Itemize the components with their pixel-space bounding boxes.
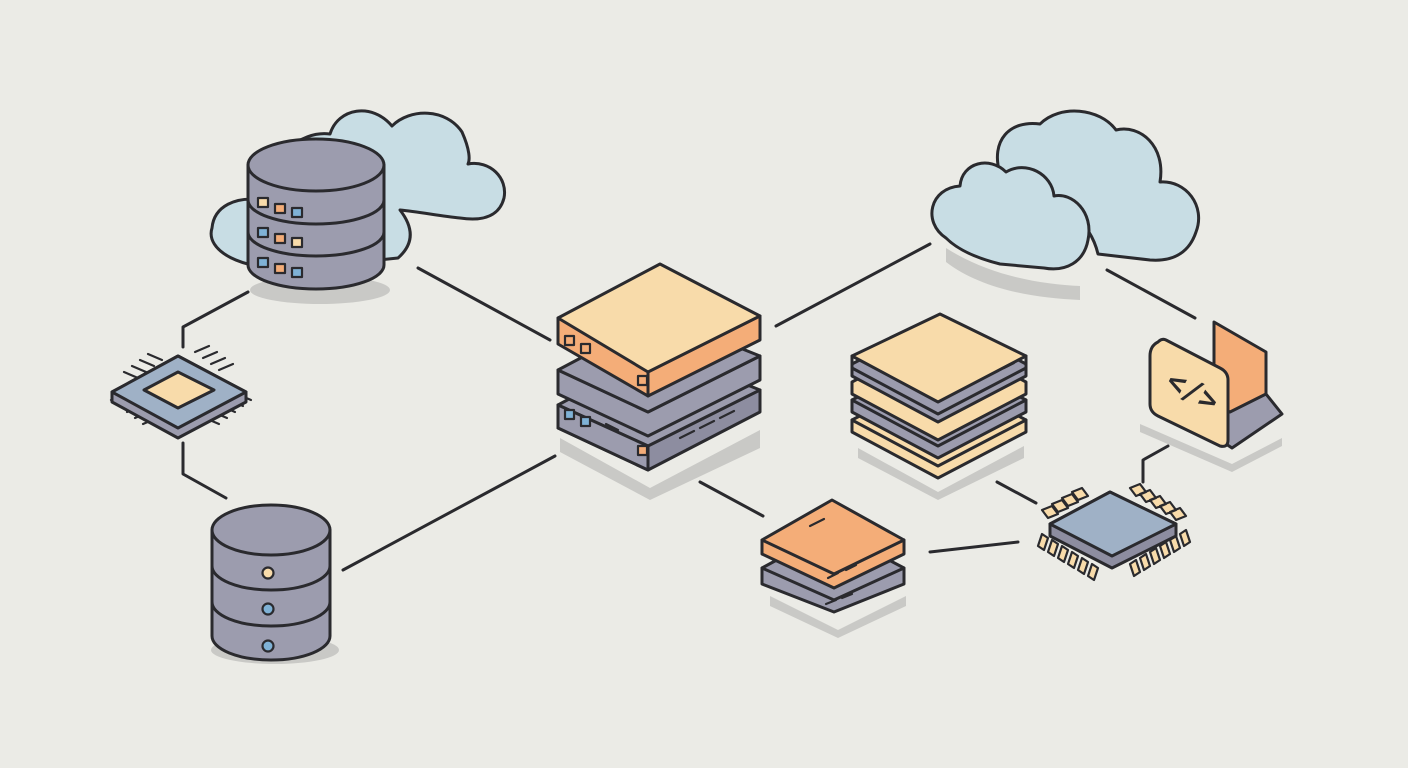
led [290,206,304,219]
shadow [858,446,1024,500]
led [563,334,576,347]
led [636,444,649,457]
vent-marks [808,517,858,580]
connector-server-to-drive [698,480,765,518]
connector-chip-right-to-laptop [1141,444,1170,484]
led [273,232,287,245]
cloud-icon [930,161,1091,271]
connector-server-to-cloud-right [774,242,932,328]
led [273,262,287,275]
shadow [560,430,760,500]
server-unit-top [556,262,762,398]
led [256,256,270,269]
connector-layers-to-chip-right [995,480,1038,505]
led [261,602,275,616]
led [579,342,592,355]
led [256,196,270,209]
vent-marks [986,361,1016,378]
connector-db-top-to-server [416,266,552,342]
connector-db-bottom-to-server [341,454,557,572]
database-body [246,163,386,291]
laptop-screen [1148,337,1230,448]
database-indicator-lights [256,196,304,279]
connector-drive-to-chip-right [928,540,1020,554]
vent-marks [604,409,736,440]
led [563,408,576,421]
chip-left [109,344,253,440]
database-top [210,503,332,557]
drive-stack-bottom [760,498,906,638]
database-cloud-top-left [246,137,390,304]
database-band-1 [246,198,386,226]
database-top [246,137,386,193]
led [290,266,304,279]
led [579,415,592,428]
vent-marks [824,592,854,606]
shadow [770,596,906,638]
database-band-2 [246,230,386,258]
chip-right [1036,482,1192,582]
connectors [181,242,1197,572]
led [256,226,270,239]
chip-die [142,370,216,410]
code-laptop: </> [1140,320,1284,472]
chip-top-face [1048,490,1178,558]
database-band-2 [210,600,332,628]
database-bottom-left [210,503,339,664]
shadow [1140,424,1282,472]
cloud-shadow [946,248,1080,300]
connector-db-top-to-chip-left [181,290,250,349]
led [261,639,275,653]
led [273,202,287,215]
led [636,374,649,387]
chip-pins [1036,482,1192,582]
connector-cloud-right-to-laptop [1105,268,1197,320]
database-band-1 [210,564,332,592]
led [290,236,304,249]
cloud-top-right [930,109,1201,300]
database-body [210,528,332,662]
server-stack-center [556,262,762,500]
layer-stack-right [850,312,1028,500]
led [261,566,275,580]
cloud-icon [995,109,1201,262]
connector-chip-left-to-db-bottom [181,441,228,500]
